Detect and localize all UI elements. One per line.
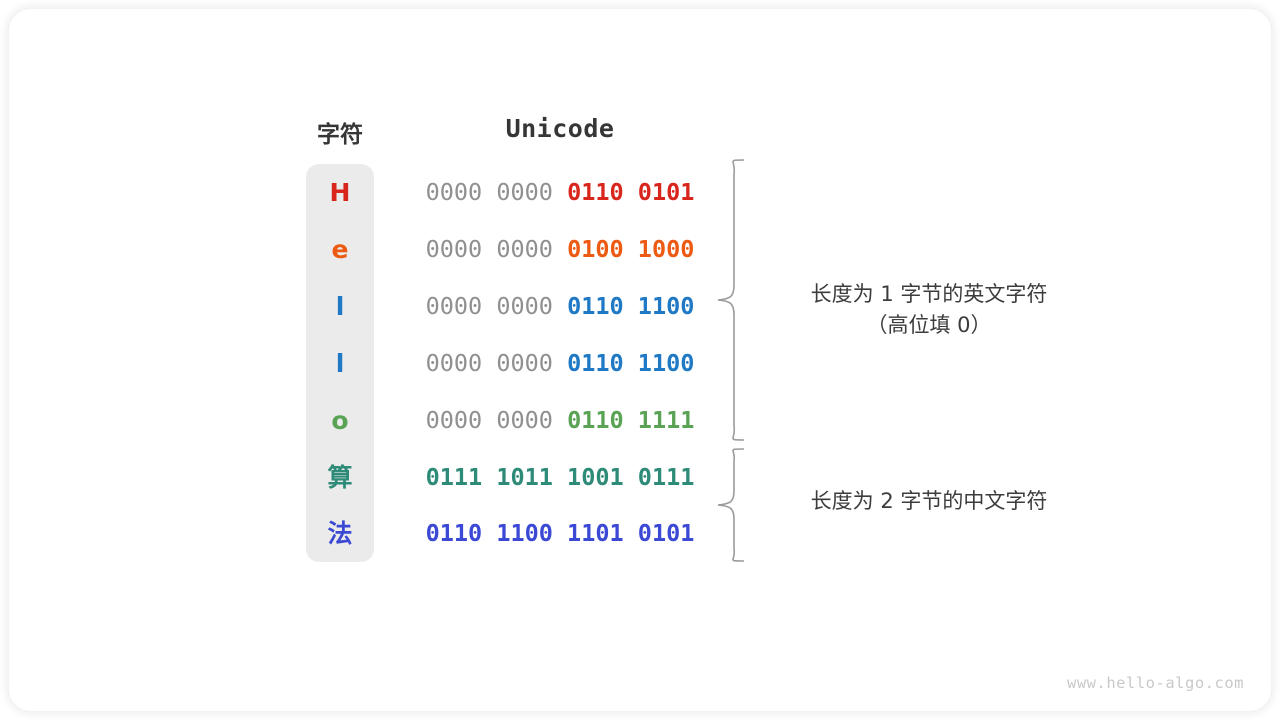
row-significant-bits: 0100 1000 bbox=[567, 234, 695, 263]
row-padding-bits: 0000 0000 bbox=[425, 178, 568, 206]
row-unicode-bits: 0110 1100 1101 0101 bbox=[418, 505, 702, 562]
row-character: e bbox=[331, 234, 349, 264]
row-unicode-bits: 0111 1011 1001 0111 bbox=[418, 449, 702, 506]
row-unicode-bits: 0000 0000 0110 1100 bbox=[418, 278, 702, 335]
row-character: o bbox=[331, 405, 349, 435]
row-significant-bits: 0110 1100 bbox=[567, 348, 695, 377]
column-header-unicode: Unicode bbox=[505, 114, 615, 143]
row-padding-bits: 0000 0000 bbox=[425, 348, 568, 377]
row-character: 法 bbox=[327, 519, 353, 549]
character-column-background bbox=[306, 164, 374, 562]
row-unicode-bits: 0000 0000 0110 1100 bbox=[418, 335, 702, 392]
column-header-character: 字符 bbox=[317, 122, 363, 148]
row-significant-bits: 0110 1100 1101 0101 bbox=[425, 519, 695, 548]
row-significant-bits: 0110 1100 bbox=[567, 291, 695, 320]
row-unicode-bits: 0000 0000 0110 1111 bbox=[418, 392, 702, 449]
annotation-single-byte: 长度为 1 字节的英文字符 （高位填 0） bbox=[810, 282, 1048, 337]
row-character: H bbox=[329, 178, 351, 207]
row-character: l bbox=[335, 348, 345, 378]
row-significant-bits: 0110 0101 bbox=[567, 178, 695, 206]
row-character: l bbox=[335, 291, 345, 321]
brace-group-one bbox=[717, 159, 745, 441]
row-character: 算 bbox=[327, 462, 353, 492]
brace-group-two bbox=[717, 448, 745, 562]
row-significant-bits: 0110 1111 bbox=[567, 405, 695, 434]
row-unicode-bits: 0000 0000 0100 1000 bbox=[418, 221, 702, 278]
row-padding-bits: 0000 0000 bbox=[425, 291, 568, 320]
row-padding-bits: 0000 0000 bbox=[425, 234, 568, 263]
diagram-card bbox=[9, 9, 1271, 711]
annotation-double-byte: 长度为 2 字节的中文字符 bbox=[810, 489, 1048, 513]
row-significant-bits: 0111 1011 1001 0111 bbox=[425, 462, 695, 491]
row-unicode-bits: 0000 0000 0110 0101 bbox=[418, 164, 702, 221]
row-padding-bits: 0000 0000 bbox=[425, 405, 568, 434]
watermark: www.hello-algo.com bbox=[1067, 674, 1244, 692]
